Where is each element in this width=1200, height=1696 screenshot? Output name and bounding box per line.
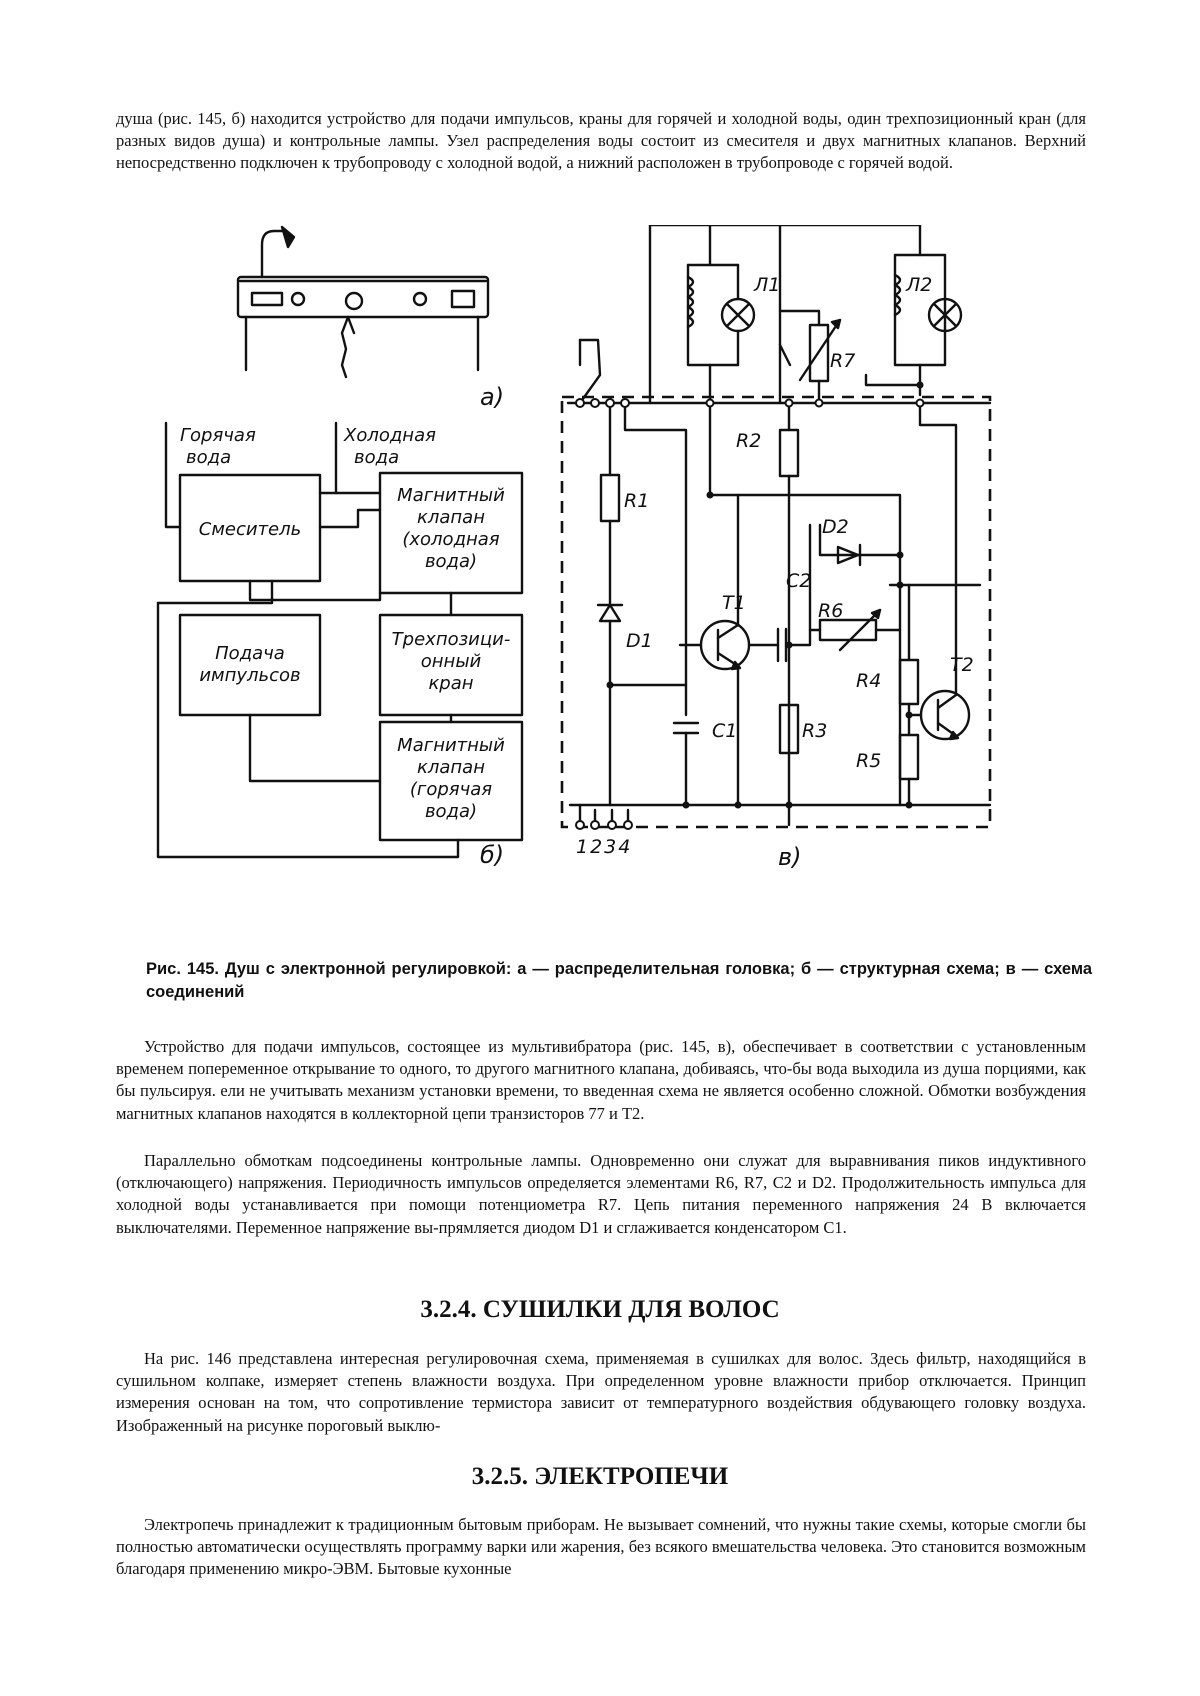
circuit-diagram — [566, 225, 992, 827]
hot-water-label-2: вода — [186, 447, 231, 468]
terminal-numbers: 1234 — [576, 836, 632, 858]
paragraph-control-lamps: Параллельно обмоткам подсоединены контро… — [116, 1151, 1086, 1237]
label-c1: C1 — [712, 720, 737, 742]
paragraph-hair-dryers: На рис. 146 представлена интересная регу… — [116, 1349, 1086, 1435]
part-a-label: а) — [480, 383, 504, 411]
three-way-line-1: Трехпозици- — [392, 629, 511, 650]
valve-cold-line-2: клапан — [417, 507, 485, 528]
label-r2: R2 — [736, 430, 761, 452]
mixer-label: Смеситель — [199, 519, 302, 540]
cold-water-label-1: Холодная — [343, 425, 436, 446]
distribution-head-drawing — [236, 225, 490, 379]
label-d2: D2 — [822, 516, 849, 538]
label-t1: T1 — [722, 592, 746, 614]
valve-hot-line-1: Магнитный — [397, 735, 505, 756]
paragraph-shower-head: душа (рис. 145, б) находится устройство … — [116, 109, 1086, 173]
paragraph-electric-ovens: Электропечь принадлежит к традиционным б… — [116, 1515, 1086, 1579]
label-l2: Л2 — [905, 274, 932, 296]
label-r4: R4 — [856, 670, 881, 692]
three-way-line-2: онный — [421, 651, 482, 672]
hot-water-label-1: Горячая — [180, 425, 256, 446]
figure-caption: Рис. 145. Душ с электронной регулировкой… — [146, 960, 1092, 1001]
three-way-line-3: кран — [428, 673, 473, 694]
pulse-supply-line-2: импульсов — [199, 665, 300, 686]
cold-water-label-2: вода — [354, 447, 399, 468]
pulse-supply-line-1: Подача — [215, 643, 285, 664]
valve-hot-line-2: клапан — [417, 757, 485, 778]
label-c2: C2 — [786, 570, 811, 592]
label-l1: Л1 — [753, 274, 780, 296]
figure-145: а) б) в) Горячая вода Холодная вода Смес… — [156, 225, 992, 871]
valve-hot-line-3: (горячая — [410, 779, 492, 800]
section-heading-electric-ovens: 3.2.5. ЭЛЕКТРОПЕЧИ — [471, 1463, 729, 1490]
valve-cold-line-4: вода) — [425, 551, 477, 572]
enclosure-outline — [560, 395, 992, 829]
label-r7: R7 — [830, 350, 855, 372]
paragraph-multivibrator: Устройство для подачи импульсов, состоящ… — [116, 1037, 1086, 1123]
block-diagram — [156, 421, 524, 859]
label-r6: R6 — [818, 600, 843, 622]
valve-cold-line-3: (холодная — [402, 529, 499, 550]
label-t2: T2 — [950, 654, 974, 676]
part-b-label: б) — [480, 841, 504, 869]
section-heading-hair-dryers: 3.2.4. СУШИЛКИ ДЛЯ ВОЛОС — [420, 1296, 780, 1323]
label-d1: D1 — [626, 630, 653, 652]
label-r3: R3 — [802, 720, 827, 742]
label-r5: R5 — [856, 750, 881, 772]
part-c-label: в) — [778, 843, 802, 871]
valve-cold-line-1: Магнитный — [397, 485, 505, 506]
valve-hot-line-4: вода) — [425, 801, 477, 822]
label-r1: R1 — [624, 490, 649, 512]
